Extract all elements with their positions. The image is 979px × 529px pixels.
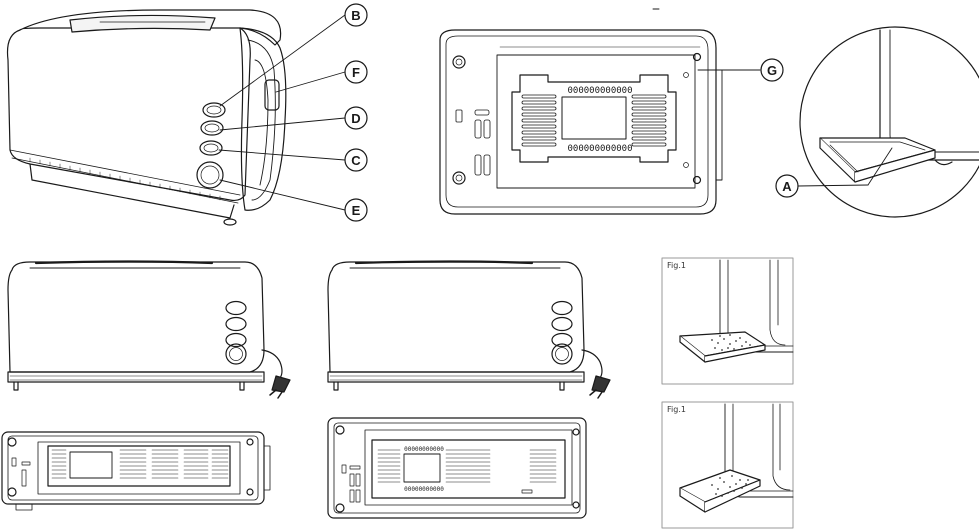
- svg-text:C: C: [351, 153, 361, 168]
- callout-b: B: [344, 3, 368, 27]
- callout-e: E: [344, 198, 368, 222]
- callout-g: G: [760, 58, 784, 82]
- callout-c: C: [344, 148, 368, 172]
- lever-f: [264, 79, 280, 111]
- button-d: [200, 120, 224, 136]
- plate-code-bottom: 000000000000: [567, 144, 632, 154]
- callout-d: D: [344, 106, 368, 130]
- fig1-label-top: Fig.1: [667, 261, 686, 270]
- toaster-side-view-2: [327, 260, 611, 399]
- svg-text:D: D: [351, 111, 360, 126]
- knob-e: [196, 161, 224, 189]
- svg-text:A: A: [782, 179, 792, 194]
- plate-code-top: 000000000000: [567, 86, 632, 96]
- svg-text:E: E: [352, 203, 361, 218]
- small-plate-code-top: 00000000000: [404, 446, 444, 453]
- svg-text:B: B: [351, 8, 360, 23]
- fig1-label-bottom: Fig.1: [667, 405, 686, 414]
- fig1-box-bottom: [661, 401, 794, 529]
- callout-f: F: [344, 60, 368, 84]
- button-b: [202, 102, 226, 118]
- svg-text:F: F: [352, 65, 360, 80]
- toaster-bottom-view: 000000000000 000000000000: [439, 29, 761, 215]
- button-c: [199, 140, 223, 156]
- small-plate-code-bottom: 00000000000: [404, 486, 444, 493]
- toaster-perspective-view: [6, 9, 346, 226]
- toaster-side-view-1: [7, 260, 291, 399]
- crumb-tray-detail: [799, 26, 979, 218]
- toaster-base-view-1: [1, 431, 271, 511]
- toaster-base-view-2: 00000000000 00000000000: [327, 417, 587, 519]
- fig1-box-top: [661, 257, 794, 385]
- svg-text:G: G: [767, 63, 777, 78]
- callout-a: A: [775, 174, 799, 198]
